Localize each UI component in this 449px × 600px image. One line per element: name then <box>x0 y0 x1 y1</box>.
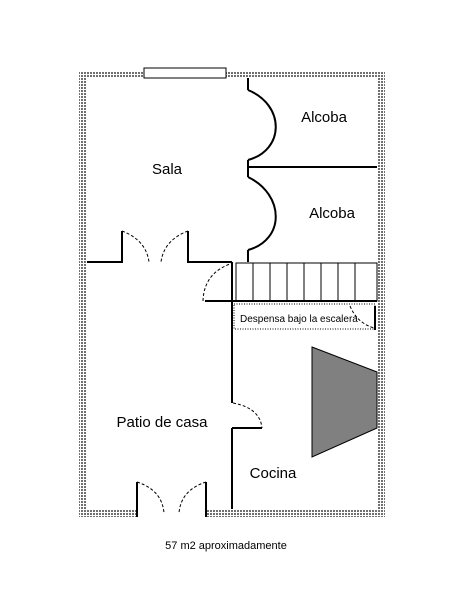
living-door-right-arc <box>160 230 189 263</box>
living-door-left-arc <box>121 230 150 263</box>
room-label-living: Sala <box>152 161 183 178</box>
room-label-pantry: Despensa bajo la escalera <box>240 314 358 325</box>
bedroom-1-door-arc <box>247 89 277 161</box>
left-wall <box>79 71 87 517</box>
pantry-outline <box>233 303 376 330</box>
kitchen-counter <box>311 346 378 458</box>
stair-door-arc <box>202 262 234 302</box>
area-note: 57 m2 aproximadamente <box>165 540 287 552</box>
window <box>143 67 227 79</box>
room-label-patio: Patio de casa <box>117 414 209 431</box>
room-label-bedroom-2: Alcoba <box>309 205 356 222</box>
room-label-kitchen: Cocina <box>250 465 297 482</box>
interior-walls <box>87 78 377 517</box>
bottom-wall-left <box>79 509 137 517</box>
bedroom-2-door-arc <box>247 176 277 251</box>
right-wall <box>377 71 385 517</box>
top-wall <box>79 71 385 78</box>
room-label-bedroom-1: Alcoba <box>301 109 348 126</box>
staircase <box>235 262 378 302</box>
pantry-door-arc <box>349 305 375 329</box>
kitchen-door-arc <box>232 402 263 429</box>
doors <box>121 89 375 514</box>
entry-door-left-arc <box>136 481 165 514</box>
bottom-wall-right <box>206 509 385 517</box>
outer-walls <box>79 71 385 517</box>
stair-outline <box>235 262 378 302</box>
entry-door-right-arc <box>178 481 207 514</box>
